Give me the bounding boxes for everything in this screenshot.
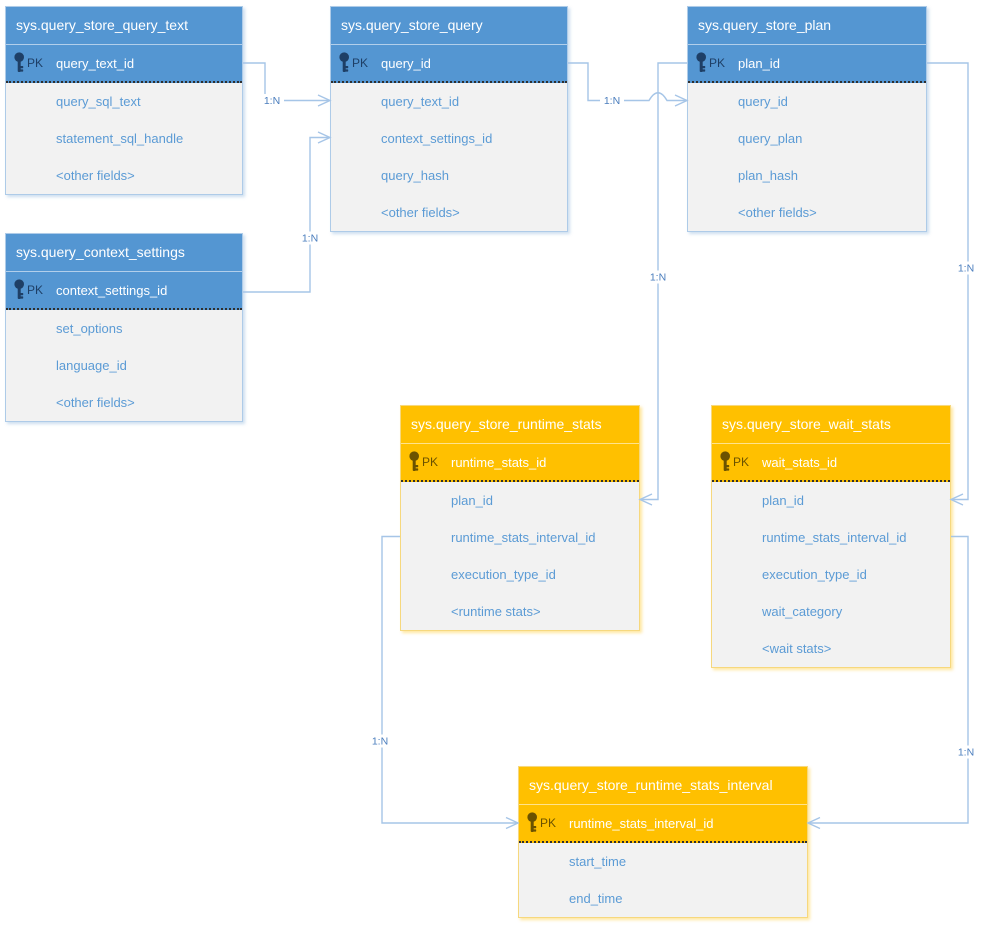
key-icon xyxy=(720,450,730,471)
primary-key-icon xyxy=(695,51,708,75)
relationship-cardinality-label: 1:N xyxy=(372,736,388,748)
field-row: language_id xyxy=(56,358,127,373)
field-row: query_text_id xyxy=(381,94,460,109)
field-row: context_settings_id xyxy=(381,131,493,146)
field-row: end_time xyxy=(569,891,623,906)
arrowhead-icon xyxy=(505,816,520,830)
arrowhead-icon xyxy=(638,493,653,506)
field-row: <other fields> xyxy=(56,395,135,410)
pk-badge: PK xyxy=(422,455,439,469)
field-row: plan_hash xyxy=(738,168,798,183)
primary-key-row: PK query_id xyxy=(331,45,567,83)
field-row: runtime_stats_interval_id xyxy=(451,530,596,545)
field-row: plan_id xyxy=(762,493,804,508)
field-row: query_hash xyxy=(381,168,449,183)
pk-badge: PK xyxy=(733,455,750,469)
primary-key-row: PK runtime_stats_interval_id xyxy=(519,805,807,843)
pk-badge: PK xyxy=(540,816,557,830)
field-row: <runtime stats> xyxy=(451,604,541,619)
relationship-cardinality-label: 1:N xyxy=(264,95,280,107)
entity-title: sys.query_store_runtime_stats_interval xyxy=(519,767,807,805)
pk-field-name: query_id xyxy=(381,55,431,71)
arrowhead-icon xyxy=(949,493,964,506)
arrowhead-icon xyxy=(317,94,332,107)
relationship-connector: 1:N xyxy=(243,62,332,107)
relationship-cardinality-label: 1:N xyxy=(650,272,666,284)
relationship-connector: 1:N xyxy=(638,62,687,506)
field-row: <wait stats> xyxy=(762,641,832,656)
primary-key-icon xyxy=(408,450,421,474)
key-icon xyxy=(14,278,24,299)
field-row: query_plan xyxy=(738,131,803,146)
primary-key-icon xyxy=(719,450,732,474)
relationship-cardinality-label: 1:N xyxy=(302,233,318,245)
primary-key-icon xyxy=(13,278,26,302)
pk-field-name: runtime_stats_interval_id xyxy=(569,815,714,831)
key-icon xyxy=(696,51,706,72)
entity-title: sys.query_store_plan xyxy=(688,7,926,45)
primary-key-row: PK query_text_id xyxy=(6,45,242,83)
entity-title: sys.query_store_query xyxy=(331,7,567,45)
field-row: start_time xyxy=(569,854,627,869)
relationship-cardinality-label: 1:N xyxy=(958,263,974,275)
field-row: query_sql_text xyxy=(56,94,141,109)
primary-key-row: PK plan_id xyxy=(688,45,926,83)
field-row: execution_type_id xyxy=(451,567,556,582)
pk-field-name: wait_stats_id xyxy=(762,454,838,470)
field-row: execution_type_id xyxy=(762,567,867,582)
relationship-connector: 1:N xyxy=(568,62,689,107)
field-row: set_options xyxy=(56,321,123,336)
relationship-cardinality-label: 1:N xyxy=(604,95,620,107)
key-icon xyxy=(14,51,24,72)
entity-title: sys.query_store_query_text xyxy=(6,7,242,45)
pk-field-name: query_text_id xyxy=(56,55,135,71)
field-row: query_id xyxy=(738,94,788,109)
field-row: plan_id xyxy=(451,493,493,508)
arrowhead-icon xyxy=(674,94,689,107)
primary-key-icon xyxy=(526,811,539,835)
field-row: runtime_stats_interval_id xyxy=(762,530,907,545)
pk-badge: PK xyxy=(352,56,369,70)
key-icon xyxy=(409,450,419,471)
field-row: wait_category xyxy=(762,604,843,619)
primary-key-row: PK wait_stats_id xyxy=(712,444,950,482)
entity-title: sys.query_store_wait_stats xyxy=(712,406,950,444)
entity-title: sys.query_context_settings xyxy=(6,234,242,272)
relationship-connector: 1:N xyxy=(243,131,332,293)
relationship-cardinality-label: 1:N xyxy=(958,747,974,759)
primary-key-row: PK context_settings_id xyxy=(6,272,242,310)
field-row: <other fields> xyxy=(381,205,460,220)
pk-field-name: runtime_stats_id xyxy=(451,454,547,470)
primary-key-icon xyxy=(13,51,26,75)
primary-key-icon xyxy=(338,51,351,75)
entity-title: sys.query_store_runtime_stats xyxy=(401,406,639,444)
pk-badge: PK xyxy=(27,56,44,70)
key-icon xyxy=(527,811,537,832)
field-row: <other fields> xyxy=(56,168,135,183)
arrowhead-icon xyxy=(317,131,332,144)
pk-field-name: context_settings_id xyxy=(56,282,168,298)
primary-key-row: PK runtime_stats_id xyxy=(401,444,639,482)
arrowhead-icon xyxy=(806,816,821,830)
pk-badge: PK xyxy=(709,56,726,70)
key-icon xyxy=(339,51,349,72)
field-row: <other fields> xyxy=(738,205,817,220)
field-row: statement_sql_handle xyxy=(56,131,184,146)
pk-field-name: plan_id xyxy=(738,55,780,71)
pk-badge: PK xyxy=(27,283,44,297)
